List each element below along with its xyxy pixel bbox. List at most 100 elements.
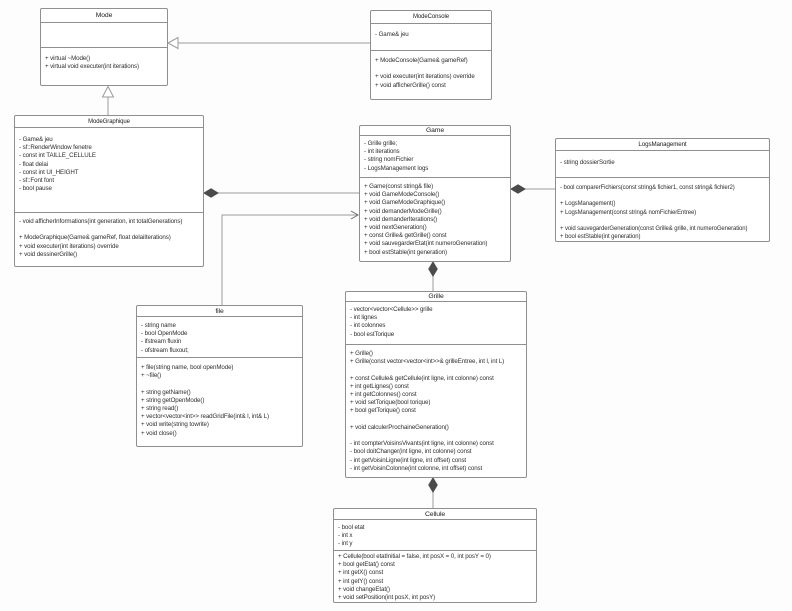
class-file[interactable]: file - string name- bool OpenMode- ifstr… (136, 305, 303, 447)
class-title-modegraphique: ModeGraphique (15, 116, 203, 128)
class-methods-mode: + virtual ~Mode()+ virtual void executer… (41, 48, 167, 85)
member-line: - void afficherInformations(int generati… (19, 218, 183, 225)
member-line: + string getName() (141, 388, 191, 396)
member-line: + void executer(int iterations) override (375, 73, 475, 81)
class-attributes-modegraphique: - Game& jeu- sf::RenderWindow fenetre- c… (15, 128, 203, 213)
open-arrowhead-icon (350, 210, 360, 220)
member-line: + vector<vector<int>> readGridFile(int& … (141, 413, 269, 421)
member-line: - const int UI_HEIGHT (19, 168, 79, 176)
member-line: + int getY() const (338, 577, 384, 585)
member-line: + void GameModeConsole() (364, 191, 440, 199)
composition-connector-modegraphique-game (203, 188, 359, 198)
filled-diamond-icon (510, 184, 526, 194)
hollow-triangle-icon (166, 36, 179, 50)
member-line: - bool OpenMode (141, 330, 188, 338)
member-line: + string getOpenMode() (141, 396, 205, 404)
member-line: + void afficherGrille() const (375, 81, 446, 89)
member-line: - int x (338, 532, 353, 540)
member-line: + Grille() (350, 350, 373, 357)
member-line: + void demanderModeGrille() (364, 207, 442, 215)
member-line (375, 65, 487, 73)
member-line: - int compterVoisinsVivants(int ligne, i… (350, 440, 494, 448)
member-line: - int getVoisinColonne(int colonne, int … (350, 464, 483, 472)
class-title-logsmanagement: LogsManagement (556, 139, 769, 151)
class-title-grille: Grille (346, 292, 526, 302)
member-line: + bool getTorique() const (350, 407, 416, 415)
member-line: - int iterations (364, 148, 400, 156)
member-line: - Game& jeu (19, 136, 53, 143)
member-line (350, 432, 522, 440)
member-line: + void nextGeneration() (364, 224, 427, 232)
class-title-mode: Mode (41, 9, 167, 23)
class-attributes-game: - Grille grille;- int iterations- string… (360, 136, 510, 178)
member-line: - bool etat (338, 524, 365, 531)
member-line: - int lignes (350, 314, 378, 322)
class-title-cellule: Cellule (334, 509, 536, 520)
member-line: + LogsManagement() (560, 201, 616, 208)
class-methods-game: + Game(const string& file)+ void GameMod… (360, 178, 510, 261)
class-title-game: Game (360, 126, 510, 136)
class-methods-file: + file(string name, bool openMode)+ ~fil… (137, 358, 302, 446)
member-line: + void setTorique(bool torique) (350, 399, 431, 407)
class-methods-logsmanagement: - bool comparerFichiers(const string& fi… (556, 178, 769, 241)
member-line: - LogsManagement logs (364, 164, 429, 172)
member-line: - string name (141, 322, 176, 329)
class-methods-cellule: + Cellule(bool etatInitial = false, int … (334, 551, 536, 602)
member-line: - string dossierSortie (560, 159, 615, 166)
member-line (350, 366, 522, 374)
member-line: + file(string name, bool openMode) (141, 364, 234, 371)
class-modegraphique[interactable]: ModeGraphique - Game& jeu- sf::RenderWin… (14, 115, 204, 267)
member-line: - int colonnes (350, 322, 386, 330)
member-line: + void GameModeGraphique() (364, 199, 446, 207)
member-line: - bool doitChanger(int ligne, int colonn… (350, 448, 472, 456)
member-line: + Cellule(bool etatInitial = false, int … (338, 553, 491, 560)
member-line: - bool estTorique (350, 330, 395, 338)
member-line: + void write(string towrite) (141, 421, 209, 429)
filled-diamond-icon (203, 188, 219, 198)
class-grille[interactable]: Grille - vector<vector<Cellule>> grille-… (345, 291, 527, 478)
class-modeconsole[interactable]: ModeConsole - Game& jeu + ModeConsole(Ga… (370, 10, 492, 100)
member-line: + const Grille& getGrille() const (364, 232, 447, 240)
member-line: + void setPosition(int posX, int posY) (338, 594, 436, 602)
member-line: + ModeGraphique(Game& gameRef, float del… (19, 234, 171, 242)
member-line: + bool getEtat() const (338, 561, 395, 569)
member-line: - int getVoisinLigne(int ligne, int offs… (350, 456, 467, 464)
class-title-modeconsole: ModeConsole (371, 11, 491, 24)
class-title-file: file (137, 306, 302, 317)
class-game[interactable]: Game - Grille grille;- int iterations- s… (359, 125, 511, 262)
class-attributes-cellule: - bool etat- int x- int y (334, 520, 536, 551)
member-line: - vector<vector<Cellule>> grille (350, 306, 433, 313)
member-line: - Grille grille; (364, 140, 398, 147)
member-line: - bool comparerFichiers(const string& fi… (560, 185, 735, 191)
member-line (560, 192, 765, 200)
member-line (350, 416, 522, 424)
class-methods-modeconsole: + ModeConsole(Game& gameRef) + void exec… (371, 51, 491, 99)
member-line: - float delai (19, 160, 48, 168)
member-line: + virtual ~Mode() (45, 55, 91, 62)
member-line (141, 380, 298, 388)
member-line: + bool estStable(int generation) (364, 248, 447, 256)
generalization-connector-modegraphique-mode (101, 85, 115, 115)
filled-diamond-icon (428, 261, 438, 277)
member-line: - Game& jeu (375, 31, 409, 38)
composition-connector-grille-cellule (428, 477, 438, 508)
class-attributes-grille: - vector<vector<Cellule>> grille- int li… (346, 302, 526, 345)
class-attributes-mode (41, 23, 167, 48)
member-line: + void calculerProchaineGeneration() (350, 423, 449, 431)
member-line: + virtual void executer(int iterations) (45, 63, 139, 71)
member-line: - const int TAILLE_CELLULE (19, 152, 96, 160)
member-line: + Grille(const vector<vector<int>>& gril… (350, 358, 505, 366)
member-line: + void changeEtat() (338, 585, 390, 593)
class-mode[interactable]: Mode + virtual ~Mode()+ virtual void exe… (40, 8, 168, 86)
filled-diamond-icon (428, 477, 438, 493)
class-cellule[interactable]: Cellule - bool etat- int x- int y + Cell… (333, 508, 537, 603)
member-line: + int getX() const (338, 569, 384, 577)
class-attributes-modeconsole: - Game& jeu (371, 24, 491, 51)
member-line: + void sauvegarderGeneration(const Grill… (560, 226, 748, 233)
member-line: + int getLignes() const (350, 382, 409, 390)
member-line: - int y (338, 540, 353, 548)
class-logsmanagement[interactable]: LogsManagement - string dossierSortie - … (555, 138, 770, 242)
association-connector-file-game (221, 210, 360, 305)
composition-connector-game-grille (428, 261, 438, 291)
